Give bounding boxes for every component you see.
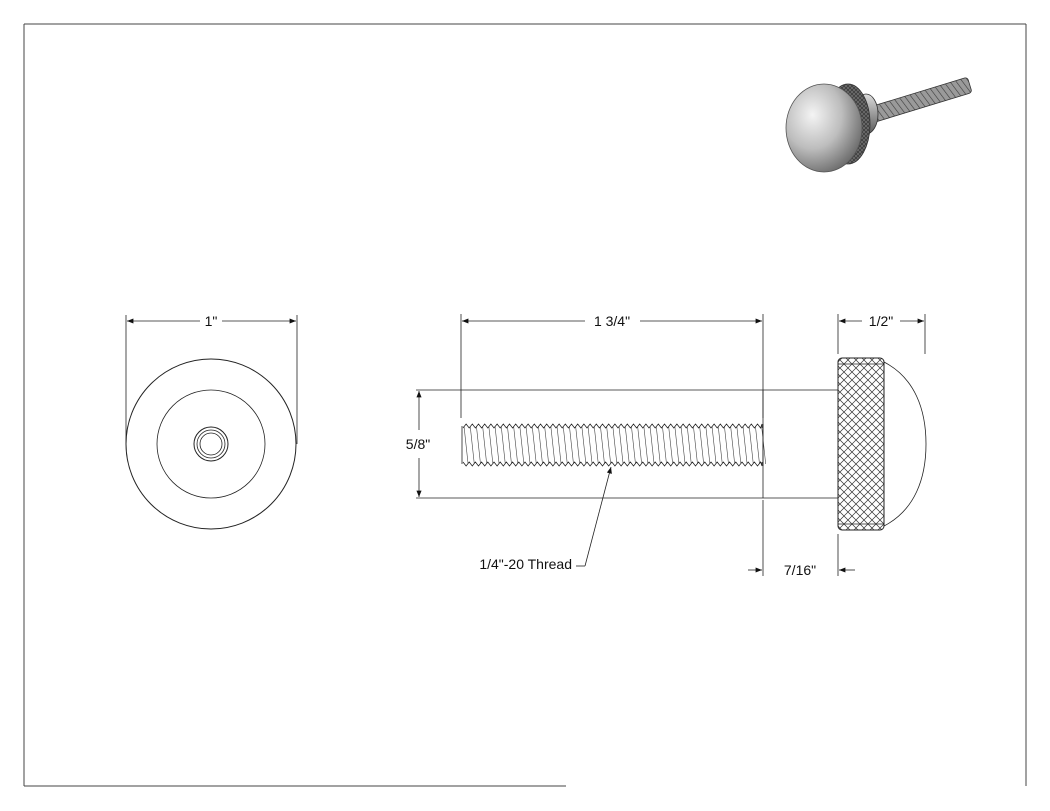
head-width-dimension: 1/2" <box>869 313 893 329</box>
front-view: 1" <box>125 313 298 530</box>
shoulder-length-dimension-group: 7/16" <box>748 500 855 578</box>
side-view: 1 3/4" 1/2" 5/8" 7/16" 1/4"- <box>406 313 927 578</box>
sheet-border <box>23 23 1027 787</box>
thread-length-dimension: 1 3/4" <box>594 313 630 329</box>
thread-callout: 1/4"-20 Thread <box>479 556 572 572</box>
thread-callout-group: 1/4"-20 Thread <box>479 466 612 572</box>
front-diameter-dimension: 1" <box>205 313 218 329</box>
knurled-head <box>837 357 927 531</box>
threaded-shaft <box>461 423 766 467</box>
thumb-screw-isometric-icon <box>785 77 972 173</box>
head-height-dimension: 5/8" <box>406 436 430 452</box>
thread-length-dimension-group: 1 3/4" <box>460 313 764 418</box>
head-height-dimension-group: 5/8" <box>406 391 430 497</box>
shoulder-length-dimension: 7/16" <box>784 562 816 578</box>
head-width-dimension-group: 1/2" <box>837 313 926 354</box>
